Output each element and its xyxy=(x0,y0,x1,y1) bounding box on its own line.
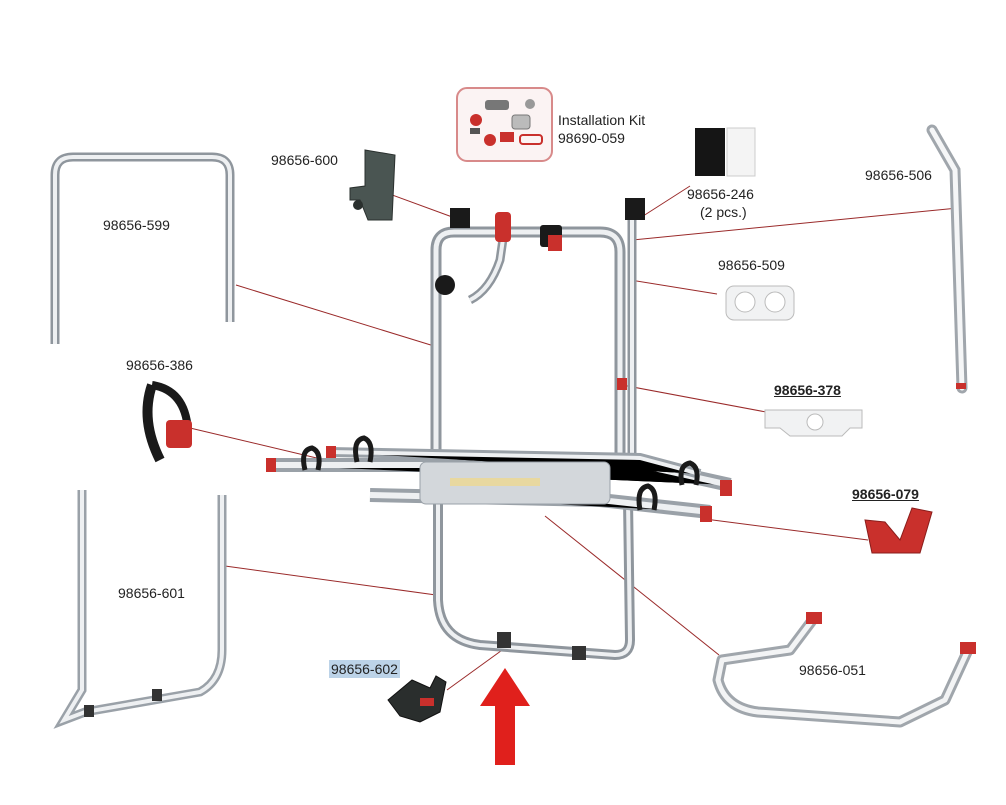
part-label-378: 98656-378 xyxy=(774,382,841,398)
installation-kit-image xyxy=(456,87,553,162)
lower-frame-601-image xyxy=(53,490,227,729)
support-051-image xyxy=(712,612,976,728)
bracket-602-image xyxy=(387,675,447,723)
part-label-509: 98656-509 xyxy=(718,257,785,273)
part-qty-246: (2 pcs.) xyxy=(700,204,747,220)
part-label-601: 98656-601 xyxy=(118,585,185,601)
bracket-600-image xyxy=(349,149,396,221)
part-label-506: 98656-506 xyxy=(865,167,932,183)
part-label-051: 98656-051 xyxy=(799,662,866,678)
part-label-600: 98656-600 xyxy=(271,152,338,168)
red-arrow xyxy=(480,668,530,765)
installation-kit-title: Installation Kit xyxy=(558,112,646,128)
clamp-509-image xyxy=(725,285,795,321)
bike-carrier-assembly-image xyxy=(266,198,732,661)
leader-lines xyxy=(189,184,959,691)
strap-386-image xyxy=(142,381,192,463)
top-frame-599-image xyxy=(50,152,235,344)
part-label-599: 98656-599 xyxy=(103,217,170,233)
part-label-386: 98656-386 xyxy=(126,357,193,373)
cradle-079-image xyxy=(864,507,933,554)
rod-506-image xyxy=(926,124,968,394)
part-label-079: 98656-079 xyxy=(852,486,919,502)
installation-kit-part-number: 98690-059 xyxy=(558,130,625,146)
part-label-246: 98656-246 xyxy=(687,186,754,202)
part-label-602: 98656-602 xyxy=(329,660,400,678)
installation-kit-label: Installation Kit 98690-059 xyxy=(558,111,645,147)
clip-378-image xyxy=(764,409,863,437)
pads-246-image xyxy=(695,127,756,177)
